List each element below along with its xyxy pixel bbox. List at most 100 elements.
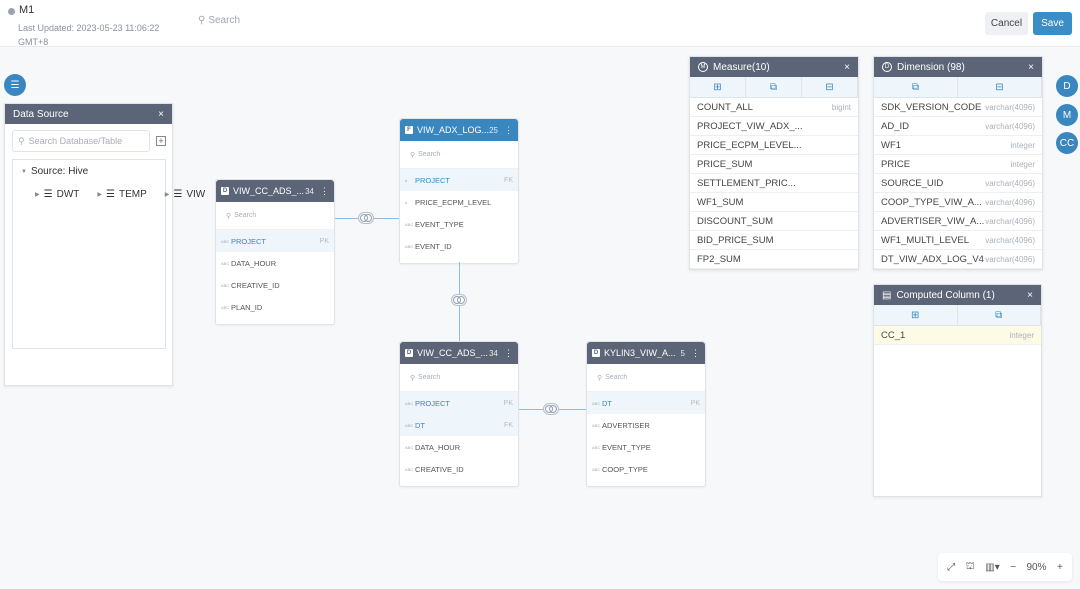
table-search-input[interactable]: ⚲Search (400, 141, 518, 169)
close-icon[interactable]: × (844, 61, 850, 73)
database-icon: ☰ (10, 79, 20, 91)
side-toggle-button[interactable]: D (1056, 75, 1078, 97)
datasource-search-input[interactable]: ⚲Search Database/Table (12, 130, 150, 152)
tree-node-database[interactable]: ▶☰DWT (35, 189, 80, 200)
join-icon[interactable] (451, 294, 467, 306)
search-icon: ⚲ (198, 15, 206, 26)
zoom-out-icon[interactable]: − (1010, 561, 1017, 573)
measure-item[interactable]: DISCOUNT_SUM (690, 212, 858, 231)
top-bar: M1 Last Updated: 2023-05-23 11:06:22 GMT… (0, 0, 1080, 47)
table-column[interactable]: #PRICE_ECPM_LEVEL (405, 197, 492, 207)
table-type-icon: F (405, 126, 413, 134)
add-measure-icon[interactable]: ⊞ (690, 77, 746, 97)
table-name: VIW_ADX_LOG... (417, 125, 490, 135)
measure-item[interactable]: WF1_SUM (690, 193, 858, 212)
measure-item[interactable]: FP2_SUM (690, 250, 858, 269)
database-icon: ☰ (43, 189, 53, 200)
panel-title: Data Source (13, 108, 69, 120)
side-toggle-button[interactable]: CC (1056, 132, 1078, 154)
model-title: M1 (19, 4, 35, 16)
fullscreen-icon[interactable]: ⤢ (947, 561, 956, 573)
column-count: 34 (489, 348, 498, 358)
datasource-toggle-button[interactable]: ☰ (4, 74, 26, 96)
layout-columns-icon[interactable]: ▥▾ (985, 561, 1000, 573)
table-name: VIW_CC_ADS_... (417, 348, 489, 358)
table-name: KYLIN3_VIW_A... (604, 348, 676, 358)
batch-remove-icon[interactable]: ⊟ (802, 77, 858, 97)
measure-item[interactable]: BID_PRICE_SUM (690, 231, 858, 250)
close-icon[interactable]: × (158, 108, 164, 120)
tree-node-database[interactable]: ▶☰VIW (164, 189, 206, 200)
table-search-input[interactable]: ⚲Search (587, 364, 705, 392)
join-icon[interactable] (543, 403, 559, 415)
measure-item[interactable]: PROJECT_VIW_ADX_... (690, 117, 858, 136)
datasource-tree: ▼Source: Hive ▶☰DWT ▶☰TEMP ▶☰VIW (12, 159, 205, 349)
measure-item[interactable]: PRICE_SUM (690, 155, 858, 174)
measure-item[interactable]: PRICE_ECPM_LEVEL... (690, 136, 858, 155)
close-icon[interactable]: × (1028, 61, 1034, 73)
tree-node-source[interactable]: ▼Source: Hive (21, 166, 89, 177)
tree-node-database[interactable]: ▶☰TEMP (97, 189, 147, 200)
table-type-icon: D (405, 349, 413, 357)
add-source-icon[interactable]: + (156, 136, 166, 146)
dimension-item[interactable]: COOP_TYPE_VIW_A...varchar(4096) (874, 193, 1042, 212)
close-icon[interactable]: × (1027, 289, 1033, 301)
auto-layout-icon[interactable]: ⛫ (965, 560, 975, 572)
last-updated: Last Updated: 2023-05-23 11:06:22 GMT+8 (18, 23, 160, 47)
database-icon: ☰ (106, 189, 115, 200)
more-icon[interactable]: ⋮ (504, 124, 513, 135)
more-icon[interactable]: ⋮ (504, 347, 513, 358)
table-type-icon: D (592, 349, 600, 357)
add-cc-icon[interactable]: ⊞ (874, 305, 958, 325)
header-search[interactable]: ⚲Search (198, 15, 241, 26)
table-search-input[interactable]: ⚲Search (216, 202, 334, 230)
measure-item[interactable]: SETTLEMENT_PRIC... (690, 174, 858, 193)
zoom-level: 90% (1026, 561, 1047, 573)
batch-icon[interactable]: ⧉ (958, 305, 1041, 325)
batch-remove-icon[interactable]: ⊟ (958, 77, 1042, 97)
join-icon[interactable] (358, 212, 374, 224)
batch-add-icon[interactable]: ⧉ (746, 77, 802, 97)
batch-add-icon[interactable]: ⧉ (874, 77, 958, 97)
cancel-button[interactable]: Cancel (985, 12, 1028, 35)
more-icon[interactable]: ⋮ (691, 347, 700, 358)
more-icon[interactable]: ⋮ (320, 185, 329, 196)
side-toggle-button[interactable]: M (1056, 104, 1078, 126)
zoom-in-icon[interactable]: + (1056, 561, 1063, 573)
search-icon: ⚲ (410, 374, 416, 382)
save-button[interactable]: Save (1033, 12, 1072, 35)
panel-title: Computed Column (1) (896, 289, 995, 301)
table-search-input[interactable]: ⚲Search (400, 364, 518, 392)
dimension-item[interactable]: ADVERTISER_VIW_A...varchar(4096) (874, 212, 1042, 231)
